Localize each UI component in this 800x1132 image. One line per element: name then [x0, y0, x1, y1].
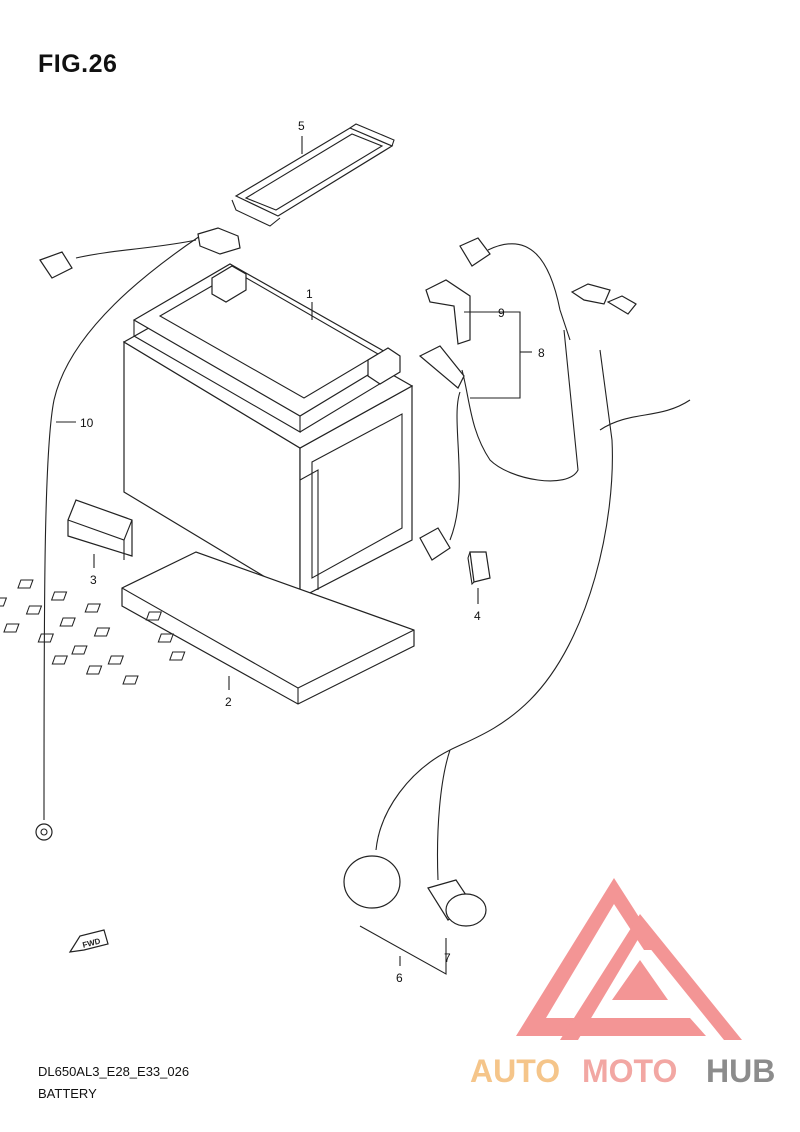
diagram-code: DL650AL3_E28_E33_026	[38, 1064, 190, 1079]
part-number-5: 5	[298, 119, 305, 133]
battery-pad-part	[67, 499, 133, 560]
leader-lines	[93, 136, 532, 975]
watermark-auto: AUTO	[470, 1053, 560, 1089]
small-pad-part	[467, 551, 491, 586]
watermark-logo-icon	[516, 878, 742, 1040]
part-number-6: 6	[396, 971, 403, 985]
battery-cap-cable-part	[343, 349, 691, 927]
part-number-8: 8	[538, 346, 545, 360]
battery-part	[122, 263, 414, 600]
forward-arrow-icon: FWD	[68, 929, 109, 953]
part-number-3: 3	[90, 573, 97, 587]
part-number-1: 1	[306, 287, 313, 301]
diagram-name: BATTERY	[38, 1086, 97, 1101]
part-number-2: 2	[225, 695, 232, 709]
part-number-9: 9	[498, 306, 505, 320]
battery-cable-part	[418, 237, 637, 561]
fwd-label: FWD	[82, 937, 102, 950]
figure-title: FIG.26	[38, 50, 118, 78]
part-number-10: 10	[80, 416, 94, 430]
battery-tray-part	[0, 551, 415, 705]
watermark-hub: HUB	[706, 1053, 775, 1089]
watermark-moto: MOTO	[582, 1053, 677, 1089]
part-number-7: 7	[444, 951, 451, 965]
part-number-4: 4	[474, 609, 481, 623]
lead-wire-part	[35, 227, 241, 841]
battery-band-part	[231, 123, 395, 227]
